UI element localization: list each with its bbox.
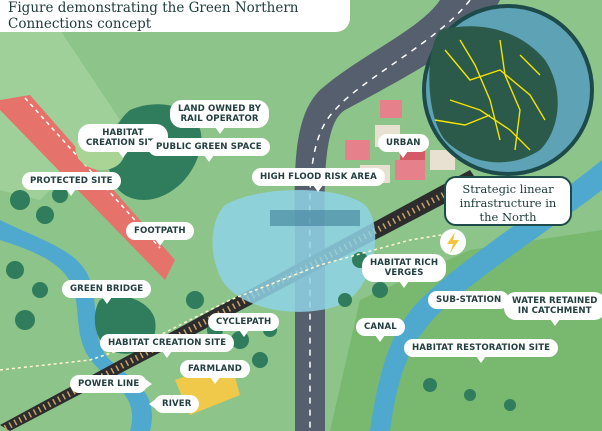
label-river: RIVER — [148, 395, 200, 413]
label-cyclepath: CYCLEPATH — [208, 313, 280, 337]
callout-line-1: Strategic linear — [462, 182, 554, 196]
label-water-line-1: WATER RETAINED — [512, 296, 598, 306]
main-road — [294, 0, 500, 431]
north-inset-map — [422, 4, 594, 176]
canal-waterway — [370, 160, 602, 431]
label-habitat-creation-line-1: HABITAT — [102, 128, 144, 138]
callout-strategic-infrastructure: Strategic linear infrastructure in the N… — [444, 176, 572, 226]
label-protected-site: PROTECTED SITE — [22, 172, 121, 196]
callout-line-3: the North — [479, 210, 537, 224]
flood-zone — [212, 190, 376, 312]
label-urban: URBAN — [378, 134, 429, 158]
label-water-line-2: IN CATCHMENT — [517, 306, 592, 316]
label-green-bridge: GREEN BRIDGE — [62, 280, 152, 304]
label-footpath: FOOTPATH — [126, 222, 194, 246]
label-farmland: FARMLAND — [180, 360, 250, 384]
label-land-owned-line-1: LAND OWNED BY — [178, 104, 262, 114]
label-high-flood-risk-area: HIGH FLOOD RISK AREA — [252, 168, 385, 192]
label-verges-line-2: VERGES — [384, 268, 424, 278]
label-habitat-rich-verges: HABITAT RICH VERGES — [362, 254, 447, 288]
label-habitat-creation-line-2: CREATION SITE — [86, 138, 160, 148]
label-power-line: POWER LINE — [70, 375, 153, 393]
label-land-owned-by-rail-operator: LAND OWNED BY RAIL OPERATOR — [170, 100, 270, 134]
callout-line-2: infrastructure in — [459, 196, 557, 210]
label-habitat-creation-site-bottom: HABITAT CREATION SITE — [100, 334, 235, 358]
page-title: Figure demonstrating the Green Northern … — [0, 0, 350, 32]
label-water-retained: WATER RETAINED IN CATCHMENT — [504, 292, 602, 326]
upper-left-field — [0, 30, 120, 200]
label-habitat-restoration-site: HABITAT RESTORATION SITE — [404, 339, 559, 363]
flood-bridge-band — [270, 210, 360, 226]
sub-station-icon — [440, 229, 466, 255]
label-sub-station: SUB-STATION — [428, 291, 515, 309]
label-public-green-space: PUBLIC GREEN SPACE — [148, 138, 270, 162]
power-line-route — [0, 231, 461, 371]
label-canal: CANAL — [356, 318, 405, 342]
label-verges-line-1: HABITAT RICH — [370, 258, 439, 268]
label-land-owned-line-2: RAIL OPERATOR — [180, 114, 259, 124]
